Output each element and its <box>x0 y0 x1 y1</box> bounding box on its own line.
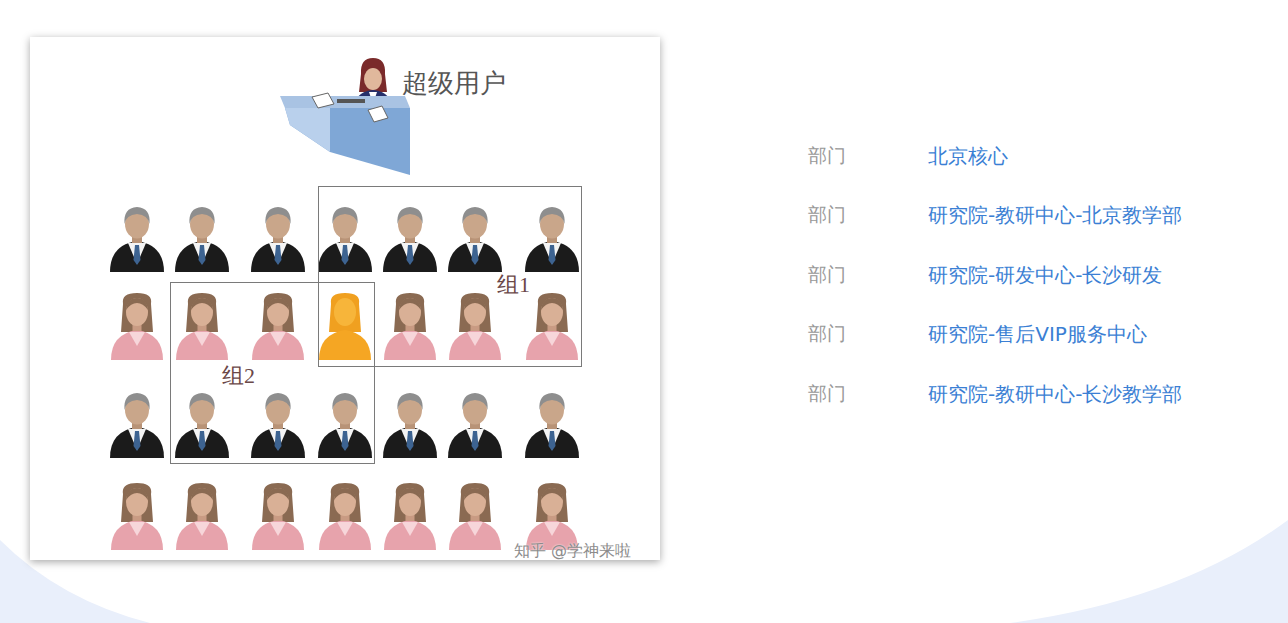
group-label: 组2 <box>222 364 255 388</box>
field-name: 部门 <box>808 263 846 286</box>
department-value: 研究院-教研中心-长沙教学部 <box>928 382 1182 406</box>
group-box: 组1 <box>318 186 582 367</box>
field-name: 部门 <box>808 144 846 167</box>
department-value: 研究院-售后VIP服务中心 <box>928 322 1147 346</box>
watermark: 知乎 @学神来啦 <box>514 541 631 560</box>
super-user-label: 超级用户 <box>402 68 506 99</box>
group-label: 组1 <box>497 273 530 297</box>
group-box: 组2 <box>170 282 375 464</box>
field-name: 部门 <box>808 322 846 345</box>
department-value: 研究院-研发中心-长沙研发 <box>928 263 1162 287</box>
department-value: 北京核心 <box>928 144 1008 168</box>
field-name: 部门 <box>808 203 846 226</box>
field-name: 部门 <box>808 382 846 405</box>
department-value: 研究院-教研中心-北京教学部 <box>928 203 1182 227</box>
